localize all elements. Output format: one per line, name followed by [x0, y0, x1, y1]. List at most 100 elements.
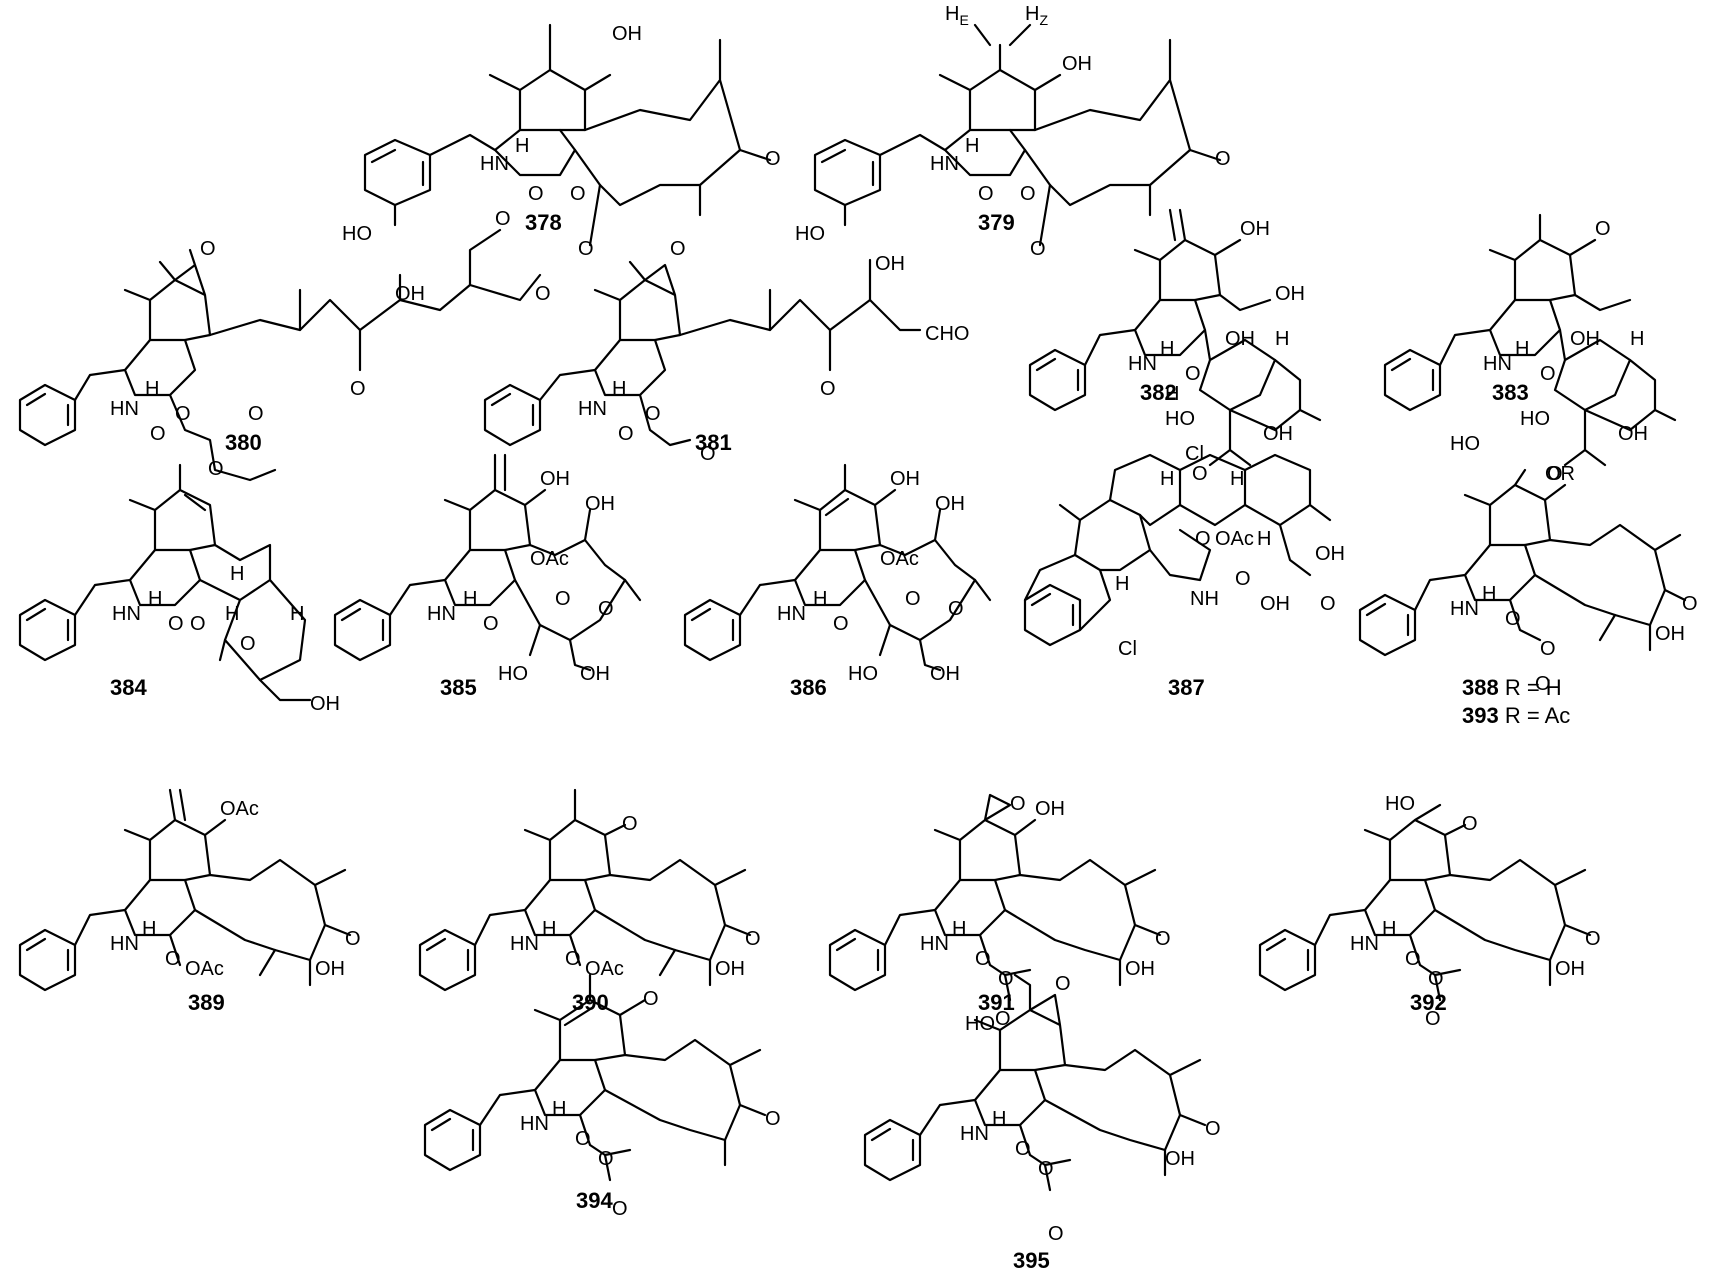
h-label: H [542, 918, 556, 940]
o-label: O [150, 423, 166, 445]
oh-label: OH [1263, 423, 1293, 445]
o-label: O [165, 948, 181, 970]
structure-395: HO O HN H O O O OH O 395 [863, 973, 1221, 1273]
h-label: H [992, 1108, 1006, 1130]
o-label: O [1595, 218, 1611, 240]
oac-label: OAc [585, 958, 624, 980]
h-label: H [1257, 528, 1271, 550]
h-label: H [552, 1098, 566, 1120]
structure-385: OH OH OAc HN H O O O HO OH 385 [333, 453, 642, 700]
h-label: H [1160, 338, 1174, 360]
h-label: H [1382, 918, 1396, 940]
h-label: H [952, 918, 966, 940]
o-label: O [978, 183, 994, 205]
oh-label: OH [715, 958, 745, 980]
o-label: O [1155, 928, 1171, 950]
compound-label-387: 387 [1168, 675, 1205, 700]
hn-label: HN [777, 603, 806, 625]
hn-label: HN [480, 153, 509, 175]
h-label: H [290, 603, 304, 625]
o-label: O [1215, 148, 1231, 170]
h-label: H [463, 588, 477, 610]
o-label: O [1320, 593, 1336, 615]
compound-label-379: 379 [978, 210, 1015, 235]
o-label: O [1185, 363, 1201, 385]
o-label: O [248, 403, 264, 425]
o-label: O [643, 988, 659, 1010]
nh-label: NH [1190, 588, 1219, 610]
o-label: O [565, 948, 581, 970]
hn-label: HN [427, 603, 456, 625]
hn-label: HN [510, 933, 539, 955]
o-label: O [1535, 673, 1551, 695]
o-label: O [1038, 1158, 1054, 1180]
oh-label: OH [310, 693, 340, 715]
o-label: O [575, 1128, 591, 1150]
compound-label-389: 389 [188, 990, 225, 1015]
h-label: H [145, 378, 159, 400]
compound-label-384: 384 [110, 675, 147, 700]
ho-label: HO [1165, 408, 1195, 430]
hn-label: HN [520, 1113, 549, 1135]
compound-caption-393: 393 R = Ac [1462, 703, 1570, 728]
o-label: O [1205, 1118, 1221, 1140]
o-label: O [1015, 1138, 1031, 1160]
oh-label: OH [1260, 593, 1290, 615]
o-label: O [555, 588, 571, 610]
o-label: O [765, 1108, 781, 1130]
h-label: H [1482, 583, 1496, 605]
o-label: O [1020, 183, 1036, 205]
hn-label: HN [578, 398, 607, 420]
compound-label-392: 392 [1410, 990, 1447, 1015]
h-label: H [1230, 468, 1244, 490]
o-label: O [1048, 1223, 1064, 1245]
o-label: O [622, 813, 638, 835]
h-label: H [1515, 338, 1529, 360]
structure-382: OH OH OH H HN H O H HO OH O 382 [1028, 208, 1322, 485]
o-label: O [350, 378, 366, 400]
structure-378: OH HN H O O O O HO 378 [342, 23, 781, 260]
oh-label: OH [1655, 623, 1685, 645]
oac-label: OAc [530, 548, 569, 570]
oh-label: OH [580, 663, 610, 685]
structure-392: HO O HN H O O O OH O 392 [1258, 793, 1601, 1030]
o-label: O [1682, 593, 1698, 615]
compound-label-381: 381 [695, 430, 732, 455]
oh-label: OH [1062, 53, 1092, 75]
oh-label: OH [1165, 1148, 1195, 1170]
o-label: O [700, 443, 716, 465]
structure-388-393: HO OR HN H O O O OH O 388 R = H 393 R = … [1358, 433, 1698, 728]
hn-label: HN [1450, 598, 1479, 620]
o-label: O [1585, 928, 1601, 950]
h-label: H [965, 135, 979, 157]
h-label: H [148, 588, 162, 610]
o-label: O [948, 598, 964, 620]
o-label: O [670, 238, 686, 260]
hn-label: HN [1483, 353, 1512, 375]
hn-label: HN [960, 1123, 989, 1145]
structure-389: OAc HN H O OAc O OH 389 [18, 788, 361, 1015]
oh-label: OH [1125, 958, 1155, 980]
ho-label: HO [1385, 793, 1415, 815]
oh-label: OH [1225, 328, 1255, 350]
o-label: O [905, 588, 921, 610]
structure-379: HE HZ OH HN H O O O O HO 379 [795, 3, 1231, 260]
o-label: O [833, 613, 849, 635]
structure-381: O OH O CHO HN H O O O 381 [483, 238, 969, 465]
structure-384: H HN H O O H H O OH 384 [18, 463, 340, 715]
oh-label: OH [1618, 423, 1648, 445]
o-label: O [168, 613, 184, 635]
structure-380: O OH O O O HN H O O O O 380 [18, 208, 551, 482]
oac-label: OAc [220, 798, 259, 820]
h-label: H [1165, 383, 1179, 405]
o-label: O [1540, 363, 1556, 385]
h-label: H [1160, 468, 1174, 490]
compound-label-395: 395 [1013, 1248, 1050, 1273]
oh-label: OH [540, 468, 570, 490]
cho-label: CHO [925, 323, 969, 345]
o-label: O [190, 613, 206, 635]
o-label: O [1462, 813, 1478, 835]
o-label: O [998, 968, 1014, 990]
structure-386: OH OH OAc HN H O O O HO OH 386 [683, 463, 992, 700]
